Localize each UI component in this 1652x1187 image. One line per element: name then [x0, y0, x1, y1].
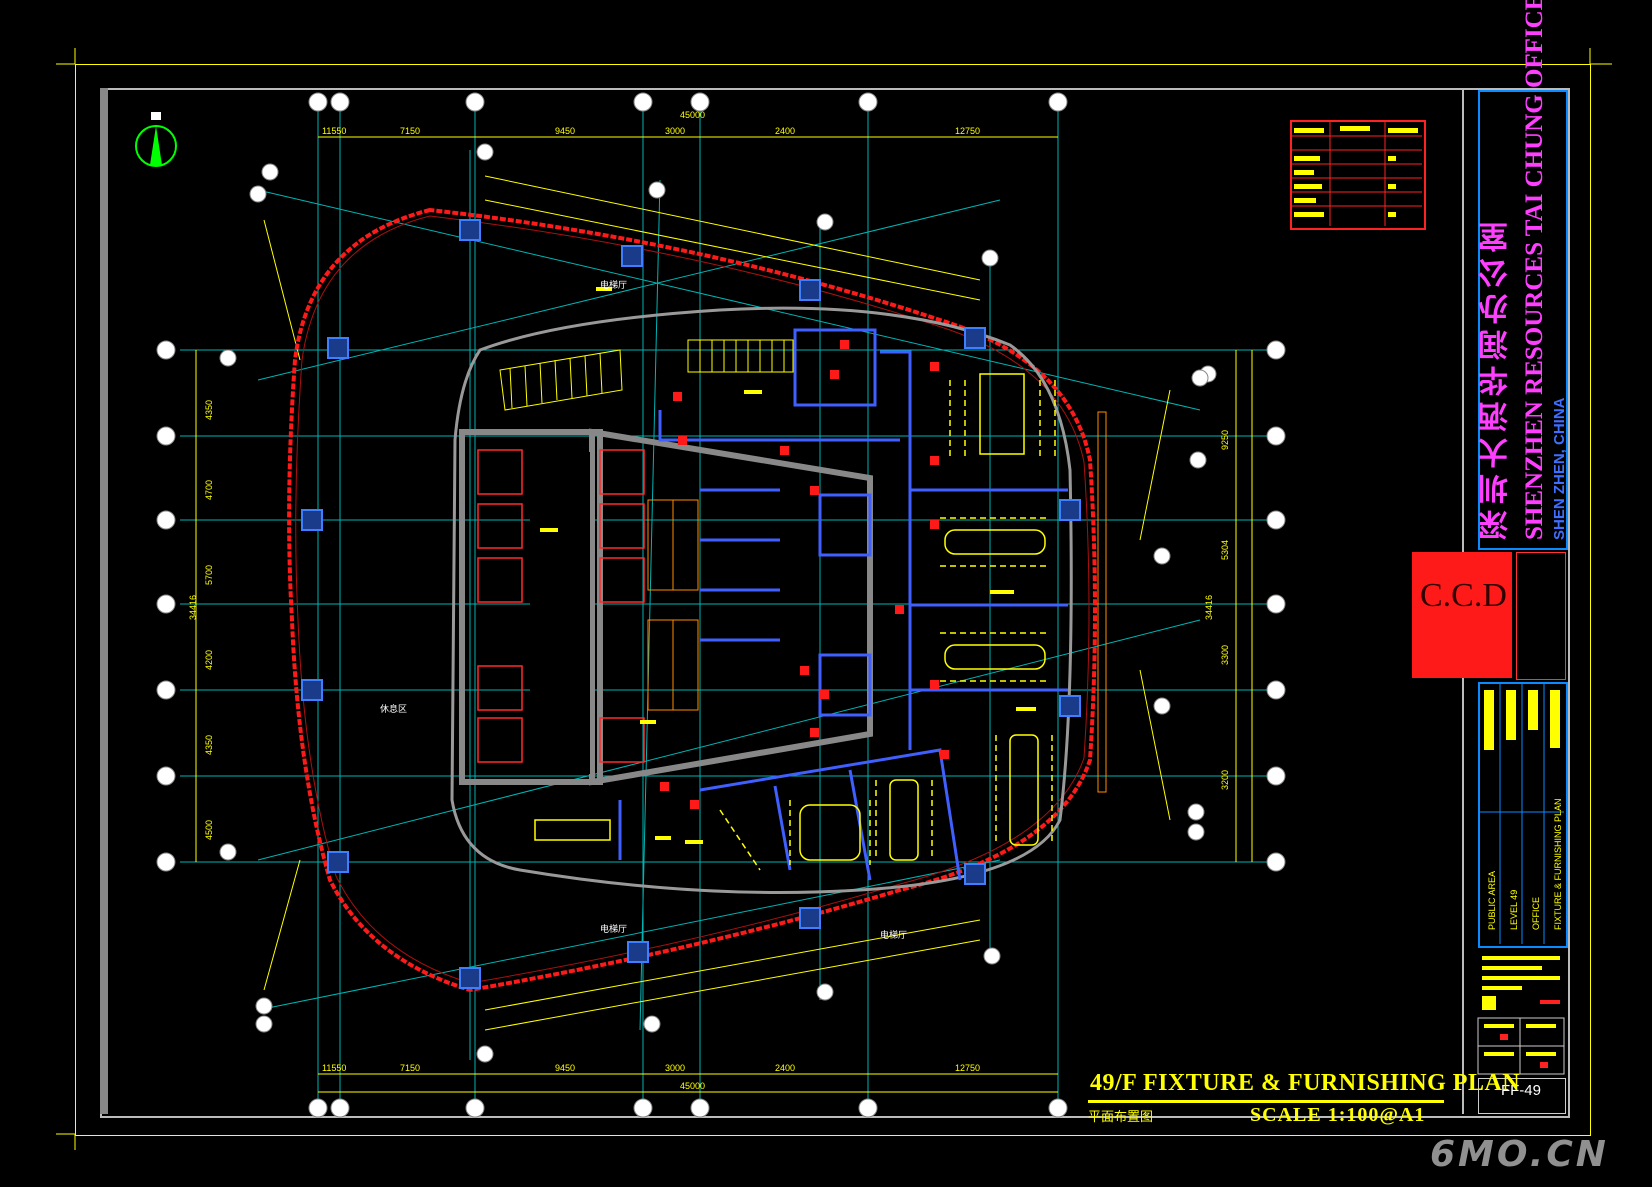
- legend-table-grid: [1290, 120, 1422, 226]
- legend-table-fills: [1294, 126, 1418, 217]
- sheet-edge-strip: [100, 88, 108, 1114]
- svg-text:2400: 2400: [775, 1063, 795, 1073]
- columns: [301, 219, 1081, 989]
- plan-title: 49/F FIXTURE & FURNISHING PLAN: [1090, 1070, 1521, 1096]
- info-line-2: OFFICE: [1531, 897, 1541, 930]
- svg-text:4700: 4700: [204, 480, 214, 500]
- svg-text:9450: 9450: [555, 1063, 575, 1073]
- dimension-texts: 11550 7150 9450 3000 2400 12750 11550 7150 945…: [322, 110, 980, 1091]
- svg-text:4350: 4350: [204, 735, 214, 755]
- company-logo-text: C.C.D: [1420, 577, 1507, 614]
- svg-text:3000: 3000: [665, 1063, 685, 1073]
- project-title-vertical: 深圳大洒华润办公室 SHENZHEN RESOURCES TAI CHUNG O…: [1479, 0, 1568, 540]
- sheet-info-box: [1478, 682, 1568, 948]
- north-arrow-icon: [135, 112, 177, 167]
- svg-text:45000: 45000: [680, 110, 705, 120]
- sheet-id-box: [1478, 1078, 1566, 1114]
- svg-text:3300: 3300: [1220, 645, 1230, 665]
- info-cn: [1484, 690, 1560, 750]
- svg-text:3000: 3000: [665, 126, 685, 136]
- svg-text:电梯厅: 电梯厅: [600, 279, 627, 290]
- drawing-frame: [75, 64, 1591, 1136]
- svg-text:7150: 7150: [400, 1063, 420, 1073]
- hatched-stair: [499, 339, 794, 411]
- info-line-0: PUBLIC AREA: [1487, 871, 1497, 930]
- svg-text:34416: 34416: [188, 595, 198, 620]
- watermark: 6MO.CN: [1430, 1134, 1609, 1175]
- elevators: [477, 449, 645, 763]
- company-logo: [1412, 552, 1512, 678]
- svg-text:休息区: 休息区: [380, 703, 407, 714]
- project-location: SHEN ZHEN, CHINA: [1550, 397, 1568, 540]
- sheet-id: FF-49: [1500, 1082, 1541, 1099]
- info-line-3: FIXTURE & FURNISHING PLAN: [1553, 798, 1563, 930]
- fixtures: [660, 340, 949, 809]
- svg-text:4200: 4200: [204, 650, 214, 670]
- svg-text:5304: 5304: [1220, 540, 1230, 560]
- svg-text:11550: 11550: [322, 1063, 346, 1073]
- project-title-cn: 深圳大洒华润办公室: [1478, 216, 1514, 540]
- project-title-en: SHENZHEN RESOURCES TAI CHUNG OFFICE: [1520, 0, 1548, 540]
- curtain-wall: [287, 207, 1097, 993]
- furniture: [534, 287, 1056, 871]
- svg-text:9450: 9450: [555, 126, 575, 136]
- grid-bubbles: [156, 92, 1286, 1118]
- svg-text:4500: 4500: [204, 820, 214, 840]
- svg-text:电梯厅: 电梯厅: [600, 923, 627, 934]
- scale-label: SCALE 1:100@A1: [1250, 1104, 1426, 1126]
- svg-text:7150: 7150: [400, 126, 420, 136]
- svg-text:9250: 9250: [1220, 430, 1230, 450]
- logo-side-panel: [1516, 552, 1566, 680]
- plan-title-underline: [1088, 1100, 1444, 1103]
- info-line-1: LEVEL 49: [1509, 890, 1519, 930]
- svg-text:3200: 3200: [1220, 770, 1230, 790]
- svg-text:11550: 11550: [322, 126, 346, 136]
- svg-text:2400: 2400: [775, 126, 795, 136]
- room-labels: 电梯厅 休息区 电梯厅 电梯厅: [380, 279, 907, 940]
- svg-text:45000: 45000: [680, 1081, 705, 1091]
- yellow-bars: [1482, 956, 1560, 1010]
- partitions: [618, 328, 1068, 881]
- slab-edge: [450, 306, 1073, 894]
- stairs: [647, 499, 699, 711]
- svg-text:5700: 5700: [204, 565, 214, 585]
- svg-text:4350: 4350: [204, 400, 214, 420]
- dimension-lines: [195, 136, 1253, 1093]
- legend-table: [1290, 120, 1426, 230]
- svg-text:电梯厅: 电梯厅: [880, 929, 907, 940]
- plan-subtitle-cn: 平面布置图: [1088, 1109, 1154, 1124]
- svg-text:34416: 34416: [1204, 595, 1214, 620]
- building-core: [459, 428, 873, 786]
- project-title-box: [1478, 90, 1568, 550]
- svg-text:12750: 12750: [955, 126, 980, 136]
- svg-text:12750: 12750: [955, 1063, 980, 1073]
